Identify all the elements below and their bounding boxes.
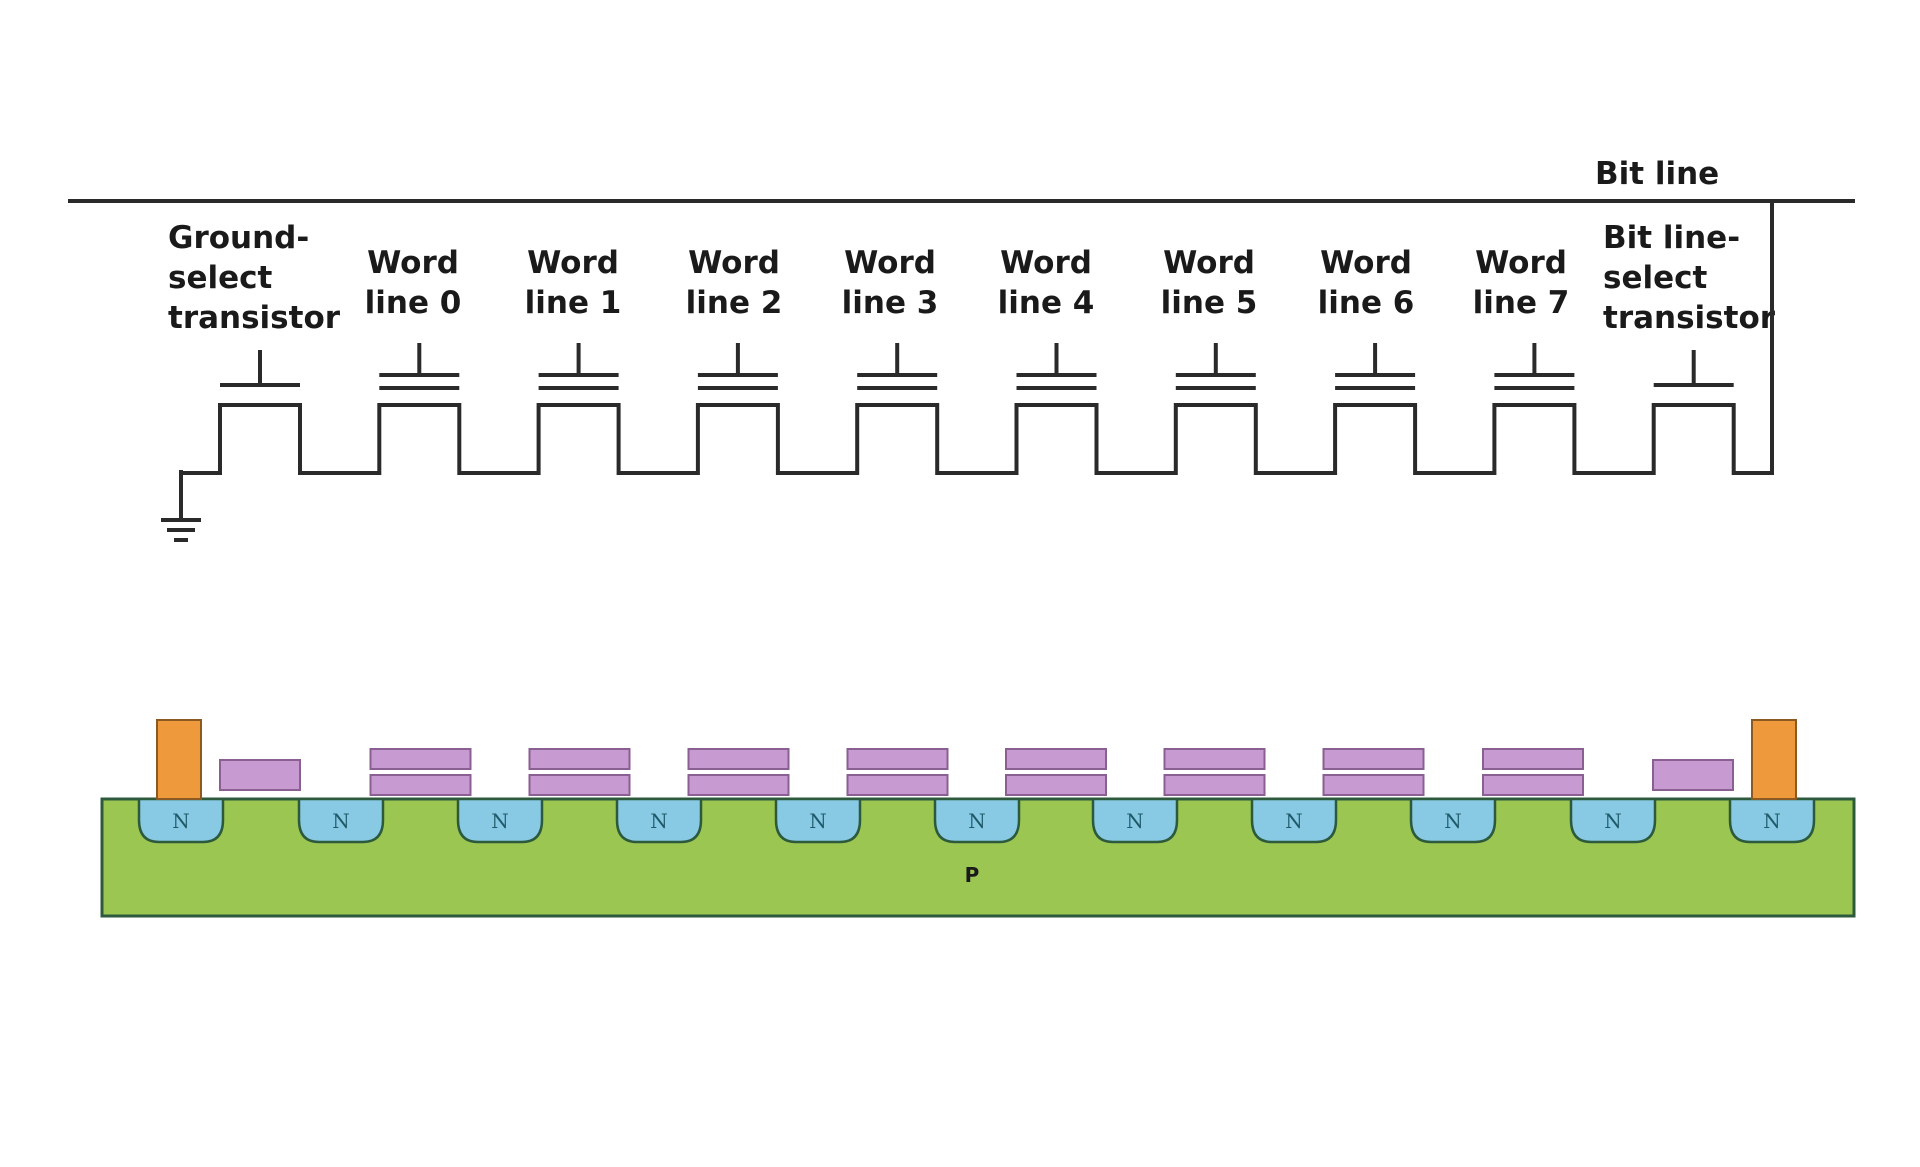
control-gate (369, 748, 472, 770)
source-contact (156, 719, 202, 800)
n-region-label: N (650, 809, 668, 833)
n-well (297, 797, 385, 844)
transistor-chain (179, 201, 1774, 520)
n-region: N (1091, 797, 1179, 844)
n-well (456, 797, 544, 844)
n-region: N (1250, 797, 1338, 844)
n-well (933, 797, 1021, 844)
channel-wire (179, 201, 1774, 520)
ground-select-transistor (220, 350, 300, 387)
n-region: N (297, 797, 385, 844)
memory-cell-0 (379, 343, 460, 390)
n-region: N (615, 797, 703, 844)
cell-gate-stack (1163, 748, 1266, 796)
p-substrate-label: P (965, 863, 980, 887)
nand-string-cross-section: N N N N N N N N N N N P (100, 719, 1856, 918)
n-well (615, 797, 703, 844)
n-well (1569, 797, 1657, 844)
drain-contact (1751, 719, 1797, 800)
memory-cell-6 (1335, 343, 1416, 390)
n-region: N (933, 797, 1021, 844)
cell-gate-stack (687, 748, 790, 796)
bit-line-select-gate (1652, 759, 1734, 791)
control-gate (1322, 748, 1425, 770)
cell-gate-stack (846, 748, 949, 796)
bit-line-label: Bit line (1595, 156, 1719, 192)
control-gate (1482, 748, 1584, 770)
memory-cell-1 (538, 343, 619, 390)
cell-gate-stack (1322, 748, 1425, 796)
floating-gate (687, 774, 790, 796)
n-well (774, 797, 862, 844)
memory-cell-7 (1494, 343, 1575, 390)
n-region: N (456, 797, 544, 844)
floating-gate (1163, 774, 1266, 796)
control-gate (1005, 748, 1107, 770)
n-region-label: N (172, 809, 190, 833)
bit-line-select-transistor-label: Bit line- select transistor (1603, 220, 1776, 336)
control-gate (528, 748, 631, 770)
n-region-label: N (332, 809, 350, 833)
n-region: N (1728, 797, 1816, 844)
n-region-label: N (1604, 809, 1622, 833)
n-region-label: N (1444, 809, 1462, 833)
control-gate (1163, 748, 1266, 770)
n-region-label: N (1285, 809, 1303, 833)
control-gate (846, 748, 949, 770)
nand-string-schematic: Bit line Ground- select transistor Bit l… (68, 156, 1855, 542)
n-region: N (774, 797, 862, 844)
n-region: N (1569, 797, 1657, 844)
memory-cell-5 (1175, 343, 1256, 390)
n-region: N (137, 797, 225, 844)
n-region-label: N (1126, 809, 1144, 833)
n-region-label: N (809, 809, 827, 833)
floating-gate (1322, 774, 1425, 796)
cell-gate-stack (1482, 748, 1584, 796)
n-region: N (1409, 797, 1497, 844)
floating-gate (1482, 774, 1584, 796)
cell-gate-stack (369, 748, 472, 796)
n-region-label: N (968, 809, 986, 833)
cell-gate-stack (528, 748, 631, 796)
floating-gate (846, 774, 949, 796)
bit-line-select-transistor (1653, 350, 1734, 387)
n-region-label: N (491, 809, 509, 833)
n-well (1250, 797, 1338, 844)
floating-gate (1005, 774, 1107, 796)
cell-gate-stack (1005, 748, 1107, 796)
floating-gate (369, 774, 472, 796)
floating-gate (528, 774, 631, 796)
ground-select-gate (219, 759, 301, 791)
n-well (1728, 797, 1816, 844)
n-well (137, 797, 225, 844)
n-well (1091, 797, 1179, 844)
ground-icon (161, 470, 201, 542)
n-well (1409, 797, 1497, 844)
control-gate (687, 748, 790, 770)
memory-cell-3 (857, 343, 938, 390)
ground-select-transistor-label: Ground- select transistor (168, 220, 341, 336)
memory-cell-2 (697, 343, 778, 390)
memory-cell-4 (1016, 343, 1097, 390)
n-region-label: N (1763, 809, 1781, 833)
